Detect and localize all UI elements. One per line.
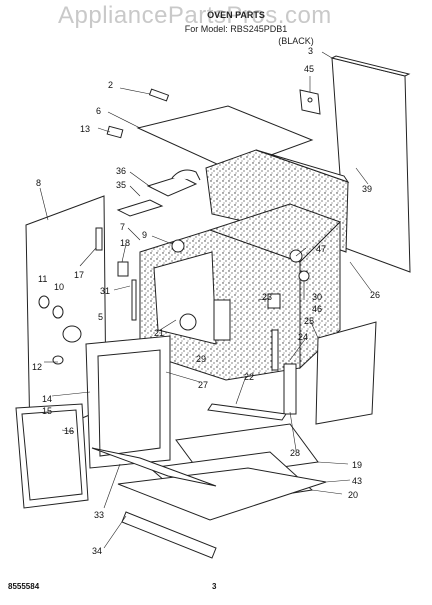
callout-label: 5 [98,312,103,322]
callout-label: 43 [352,476,362,486]
callout-label: 12 [32,362,42,372]
side-cover-part [315,321,377,425]
callout-numbers: 2 3 45 6 13 36 35 39 8 7 9 18 17 11 10 3… [32,46,380,556]
element-parts [38,295,82,365]
callout-label: 29 [196,354,206,364]
leader-lines [39,51,373,549]
page-number: 3 [212,582,217,591]
callout-label: 27 [198,380,208,390]
callout-label: 2 [108,80,113,90]
callout-label: 18 [120,238,130,248]
oven-cavity-part [139,203,341,381]
rail-part [207,403,287,421]
callout-label: 23 [262,292,272,302]
callout-label: 22 [244,372,254,382]
callout-label: 34 [92,546,102,556]
hinge-parts [271,329,297,415]
door-glass-part [15,403,89,509]
color-label: (BLACK) [278,36,314,46]
vent-duct-part [116,169,201,217]
bottom-tray-parts [117,423,327,521]
callout-label: 17 [74,270,84,280]
callout-label: 45 [304,64,314,74]
callout-label: 19 [352,460,362,470]
callout-label: 25 [304,316,314,326]
callout-label: 31 [100,286,110,296]
callout-label: 47 [316,244,326,254]
small-parts [95,227,310,321]
callout-label: 20 [348,490,358,500]
model-line: For Model: RBS245PDB1 [184,24,288,34]
door-frame-part [85,335,171,469]
callout-label: 10 [54,282,64,292]
callout-label: 28 [290,448,300,458]
callout-label: 14 [42,394,52,404]
callout-label: 16 [64,426,74,436]
callout-label: 24 [298,332,308,342]
diagram-title: OVEN PARTS [207,10,265,20]
callout-label: 39 [362,184,372,194]
callout-label: 26 [370,290,380,300]
doc-number: 8555584 [8,582,40,591]
callout-label: 7 [120,222,125,232]
callout-label: 8 [36,178,41,188]
callout-label: 11 [38,274,47,284]
callout-label: 21 [154,328,164,338]
callout-label: 3 [308,46,313,56]
bracket-part [106,125,124,139]
callout-label: 33 [94,510,104,520]
callout-label: 30 [312,292,322,302]
right-side-panel-part [299,55,411,273]
callout-label: 6 [96,106,101,116]
clip-part [148,88,170,102]
callout-label: 9 [142,230,147,240]
callout-label: 36 [116,166,126,176]
watermark: AppliancePartsPros.com [58,2,332,29]
callout-label: 46 [312,304,322,314]
kick-panel-part [91,447,217,559]
callout-label: 13 [80,124,90,134]
callout-label: 35 [116,180,126,190]
callout-label: 15 [42,406,52,416]
